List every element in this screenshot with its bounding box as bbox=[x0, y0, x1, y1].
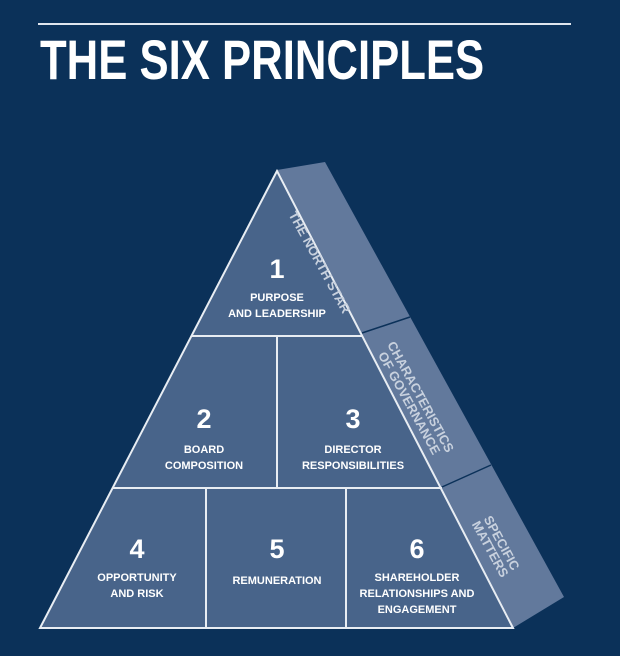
principle-label: ENGAGEMENT bbox=[378, 604, 457, 616]
principle-label: SHAREHOLDER bbox=[375, 572, 460, 584]
band-divider bbox=[441, 464, 492, 488]
principle-3: 3 DIRECTOR RESPONSIBILITIES bbox=[302, 404, 404, 472]
band-divider bbox=[361, 316, 411, 334]
principle-label: REMUNERATION bbox=[232, 575, 321, 587]
title-rule bbox=[38, 23, 571, 25]
principle-5: 5 REMUNERATION bbox=[232, 534, 321, 587]
principle-label: DIRECTOR bbox=[324, 444, 381, 456]
principle-label: COMPOSITION bbox=[165, 460, 243, 472]
principle-number: 6 bbox=[409, 534, 424, 564]
principle-label: AND RISK bbox=[110, 588, 163, 600]
principle-label: RESPONSIBILITIES bbox=[302, 460, 404, 472]
principle-label: RELATIONSHIPS AND bbox=[360, 588, 475, 600]
principle-number: 3 bbox=[345, 404, 360, 434]
principle-6: 6 SHAREHOLDER RELATIONSHIPS AND ENGAGEME… bbox=[360, 534, 475, 616]
principle-1: 1 PURPOSE AND LEADERSHIP bbox=[228, 254, 326, 320]
principle-number: 5 bbox=[269, 534, 284, 564]
principle-number: 2 bbox=[196, 404, 211, 434]
principle-label: BOARD bbox=[184, 444, 224, 456]
principle-label: OPPORTUNITY bbox=[97, 572, 177, 584]
page-title: THE SIX PRINCIPLES bbox=[40, 28, 485, 91]
principle-label: AND LEADERSHIP bbox=[228, 308, 326, 320]
side-band bbox=[277, 162, 564, 628]
principle-number: 1 bbox=[269, 254, 284, 284]
principle-4: 4 OPPORTUNITY AND RISK bbox=[97, 534, 177, 600]
principle-2: 2 BOARD COMPOSITION bbox=[165, 404, 243, 472]
principle-label: PURPOSE bbox=[250, 292, 304, 304]
principle-number: 4 bbox=[129, 534, 144, 564]
